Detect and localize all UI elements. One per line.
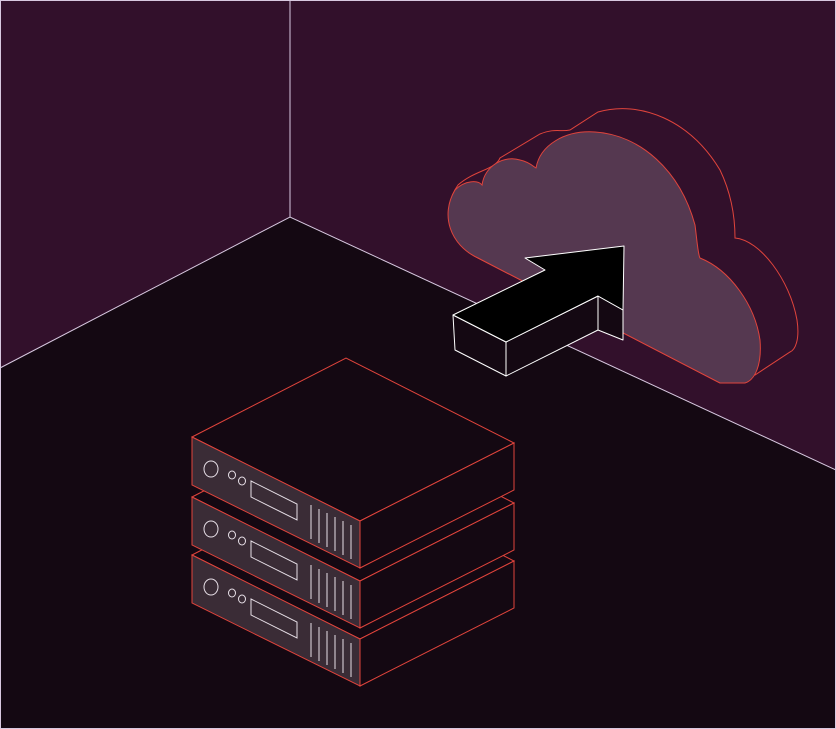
display-panel (250, 480, 298, 521)
floor-edge (0, 216, 836, 471)
display-panel (250, 598, 298, 639)
server-front-details (203, 460, 352, 677)
led-indicator-icon (238, 594, 246, 604)
server-stack-icon (190, 357, 516, 687)
power-button-icon (203, 460, 219, 478)
led-indicator-icon (228, 470, 236, 480)
led-indicator-icon (238, 476, 246, 486)
led-indicator-icon (238, 536, 246, 546)
power-button-icon (203, 520, 219, 538)
led-indicator-icon (228, 530, 236, 540)
upload-arrow-icon (452, 245, 625, 377)
power-button-icon (203, 578, 219, 596)
server-unit-top (190, 357, 516, 569)
display-panel (250, 540, 298, 581)
arrow-top (452, 245, 625, 343)
led-indicator-icon (228, 588, 236, 598)
